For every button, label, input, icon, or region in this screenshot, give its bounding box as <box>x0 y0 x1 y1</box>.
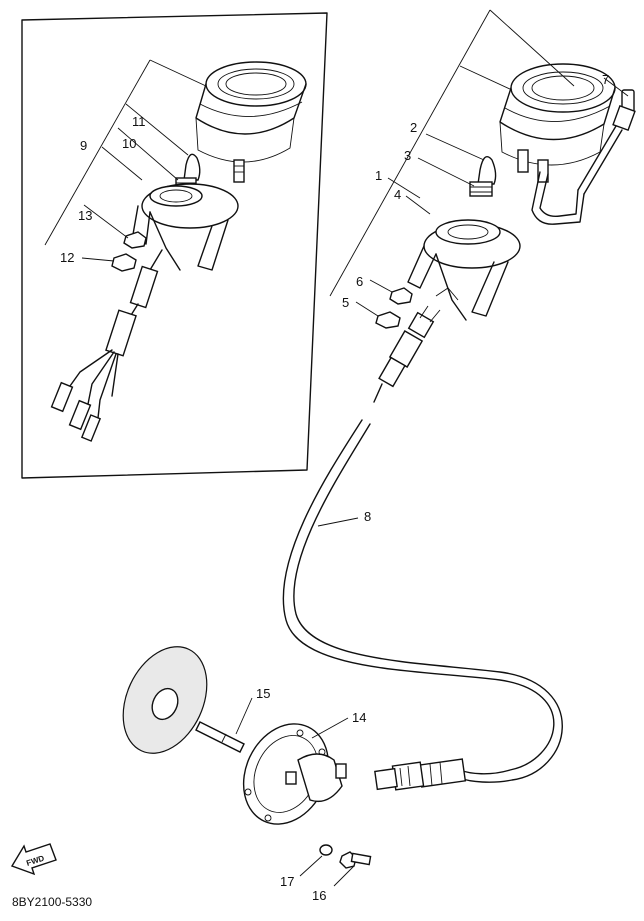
inset-meter-assembly <box>195 61 307 183</box>
inset-bracket <box>131 183 239 271</box>
main-bracket <box>407 219 521 321</box>
inset-wire-harness <box>50 249 163 442</box>
callout-7: 7 <box>602 72 609 87</box>
main-leaders <box>235 9 629 887</box>
fwd-arrow-icon: FWD <box>10 843 57 876</box>
main-bulb <box>469 156 497 197</box>
callout-16: 16 <box>312 888 326 903</box>
callout-17: 17 <box>280 874 294 889</box>
callout-10: 10 <box>122 136 136 151</box>
inset-nut-13 <box>123 231 147 249</box>
callout-4: 4 <box>394 187 401 202</box>
callout-6: 6 <box>356 274 363 289</box>
washer-17 <box>319 844 333 856</box>
cable-upper-connector <box>373 305 441 403</box>
callout-2: 2 <box>410 120 417 135</box>
callout-8: 8 <box>364 509 371 524</box>
meter-gear-unit <box>242 723 347 825</box>
callout-1: 1 <box>375 168 382 183</box>
nut-5 <box>375 311 401 329</box>
callout-13: 13 <box>78 208 92 223</box>
cable-lower-connector <box>374 758 467 791</box>
wheel-disc <box>122 646 208 754</box>
callout-9: 9 <box>80 138 87 153</box>
callout-3: 3 <box>404 148 411 163</box>
callout-11: 11 <box>132 114 146 129</box>
inset-leaders <box>44 59 207 262</box>
temperature-sensor <box>531 89 636 225</box>
callout-5: 5 <box>342 295 349 310</box>
drive-shaft <box>195 721 245 753</box>
drawing-code: 8BY2100-5330 <box>12 895 92 909</box>
nut-6 <box>389 287 413 305</box>
inset-variant-panel: 11 10 9 13 12 <box>21 12 328 479</box>
main-meter-assembly <box>499 63 616 183</box>
inset-nut-12 <box>111 253 137 272</box>
callout-15: 15 <box>256 686 270 701</box>
bolt-16 <box>339 851 372 869</box>
meter-cable <box>282 419 563 783</box>
callout-14: 14 <box>352 710 366 725</box>
callout-12: 12 <box>60 250 74 265</box>
